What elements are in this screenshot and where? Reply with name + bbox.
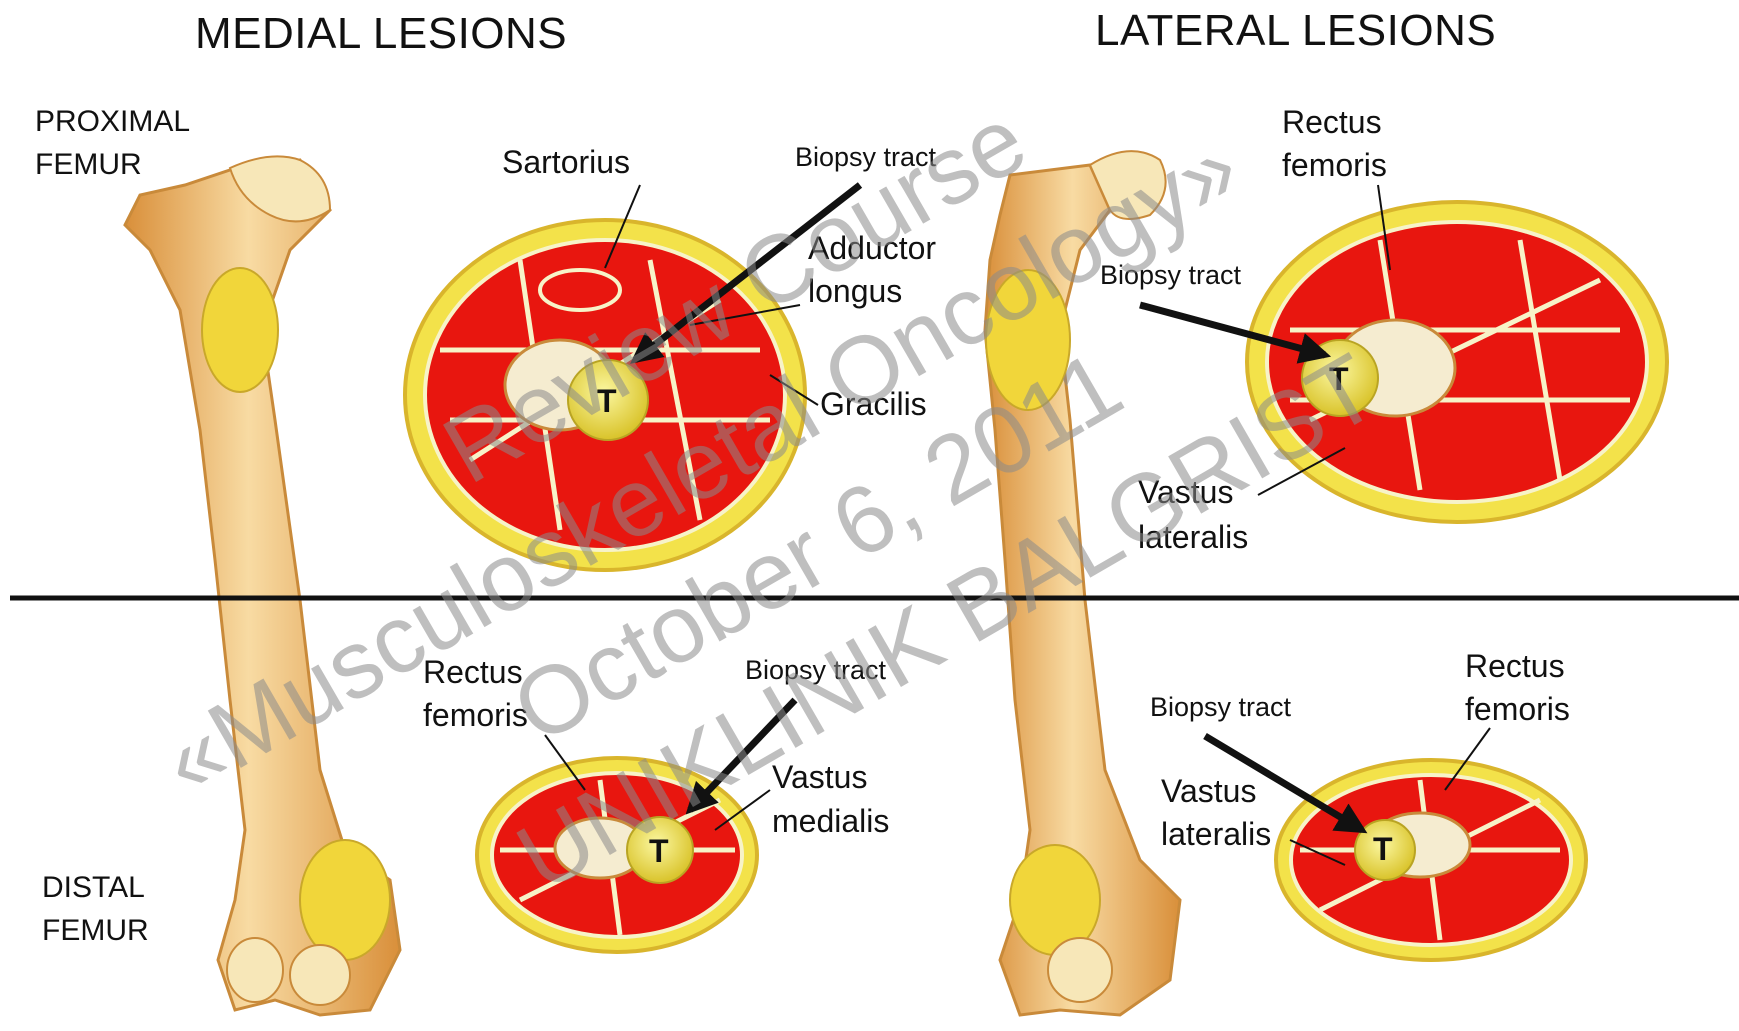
vastus-lateralis-label-line2: lateralis [1161, 816, 1271, 852]
femur-distal-label: FEMUR [42, 914, 149, 947]
medial-proximal-tumor [202, 268, 278, 392]
rectus-femoris-label-line2: femoris [1282, 147, 1387, 183]
medial-femur-illustration [125, 156, 400, 1015]
vastus-lateralis-label: Vastus [1161, 773, 1256, 809]
medial-distal-tumor [300, 840, 390, 960]
rectus-femoris-label-line2: femoris [1465, 691, 1570, 727]
cross-section-lateral-distal: T [1276, 760, 1586, 960]
proximal-label: PROXIMAL [35, 105, 190, 138]
medial-lesions-header: MEDIAL LESIONS [195, 9, 567, 58]
distal-label: DISTAL [42, 871, 145, 904]
biopsy-tract-label: Biopsy tract [1150, 692, 1292, 722]
rectus-femoris-label: Rectus [1282, 104, 1382, 140]
sartorius-label: Sartorius [502, 144, 630, 180]
lateral-lesions-header: LATERAL LESIONS [1095, 6, 1496, 55]
sartorius-muscle [540, 270, 620, 310]
rectus-femoris-label-line2: femoris [423, 697, 528, 733]
rectus-femoris-label: Rectus [1465, 648, 1565, 684]
vastus-medialis-label-line2: medialis [772, 803, 889, 839]
femur-proximal-label: FEMUR [35, 148, 142, 181]
tumor-marker: T [1373, 831, 1393, 867]
